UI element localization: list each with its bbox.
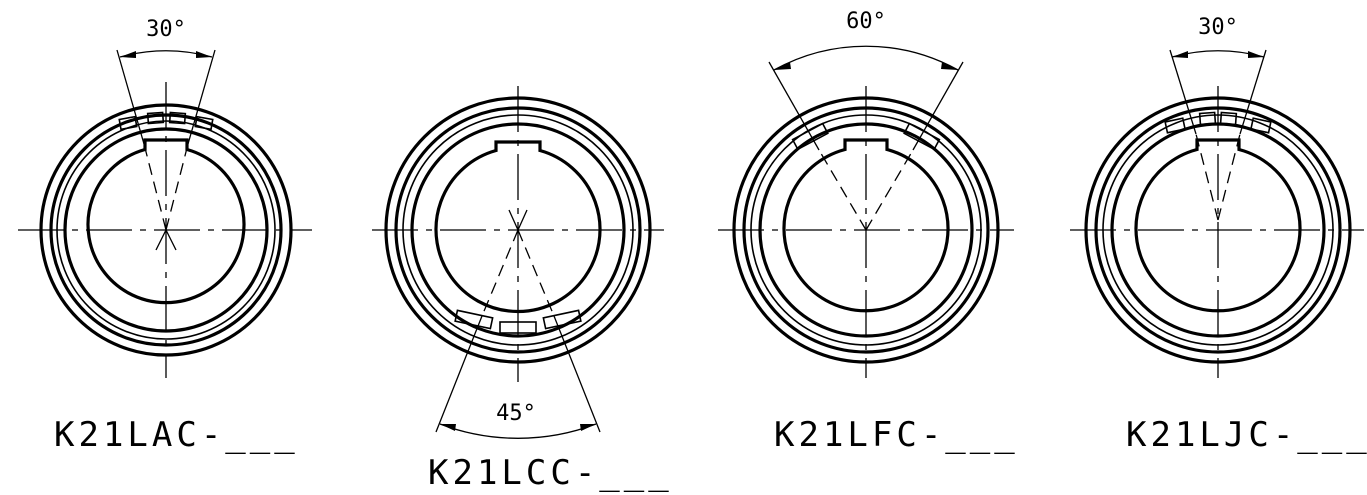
bore-with-keyway	[782, 138, 950, 313]
part-label: K21LJC-___	[1126, 415, 1367, 455]
angle-label: 45°	[496, 401, 536, 426]
part-k21ljc: 30° K21LJC-___	[1070, 15, 1367, 455]
part-label: K21LCC-___	[428, 453, 673, 493]
part-label: K21LFC-___	[774, 415, 1019, 455]
angle-label: 30°	[146, 17, 186, 42]
angle-label: 30°	[1198, 15, 1238, 40]
angle-label: 60°	[846, 9, 886, 34]
retaining-slots	[1164, 111, 1272, 134]
part-label: K21LAC-___	[54, 415, 299, 455]
center-lines	[1070, 86, 1364, 378]
bore-with-keyway	[1134, 138, 1302, 313]
angle-dimension: 30°	[116, 17, 216, 251]
part-k21lcc: 45° K21LCC-___	[372, 86, 673, 493]
bore-with-keyway	[434, 140, 602, 314]
angle-dimension: 30°	[1169, 15, 1267, 221]
part-k21lfc: 60° K21LFC-___	[718, 9, 1019, 455]
retaining-slots	[118, 111, 214, 131]
retaining-slots	[791, 122, 941, 151]
bore-with-keyway	[86, 138, 246, 305]
center-lines	[718, 86, 1014, 378]
center-lines	[18, 82, 312, 378]
part-k21lac: 30° K21LAC-___	[18, 17, 312, 455]
angle-dimension: 60°	[768, 9, 964, 231]
center-lines	[372, 86, 664, 382]
angle-dimension: 45°	[435, 209, 601, 439]
